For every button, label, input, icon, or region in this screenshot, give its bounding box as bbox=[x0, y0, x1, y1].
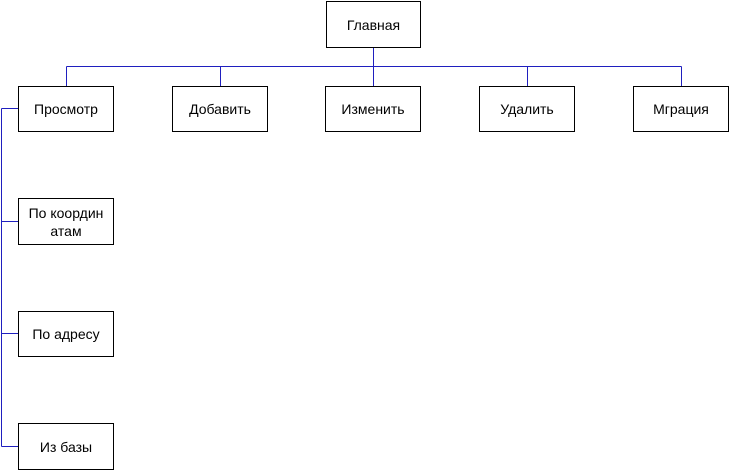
node-edit: Изменить bbox=[325, 86, 421, 132]
node-migration: Мграция bbox=[633, 86, 729, 132]
node-by-address-label: По адресу bbox=[32, 326, 100, 342]
node-view: Просмотр bbox=[18, 86, 114, 132]
node-migration-label: Мграция bbox=[653, 101, 709, 117]
node-add-label: Добавить bbox=[189, 101, 251, 117]
node-by-coordinates: По координатам bbox=[18, 198, 114, 245]
node-by-address: По адресу bbox=[18, 311, 114, 357]
node-delete-label: Удалить bbox=[500, 101, 554, 117]
node-delete: Удалить bbox=[479, 86, 575, 132]
node-from-database-label: Из базы bbox=[39, 438, 93, 455]
node-add: Добавить bbox=[172, 86, 268, 132]
node-main: Главная bbox=[326, 1, 421, 48]
node-from-database: Из базы bbox=[18, 423, 114, 470]
node-by-coordinates-label: По координатам bbox=[28, 204, 104, 239]
node-main-label: Главная bbox=[346, 16, 401, 33]
node-view-label: Просмотр bbox=[34, 101, 98, 117]
node-edit-label: Изменить bbox=[341, 101, 405, 117]
